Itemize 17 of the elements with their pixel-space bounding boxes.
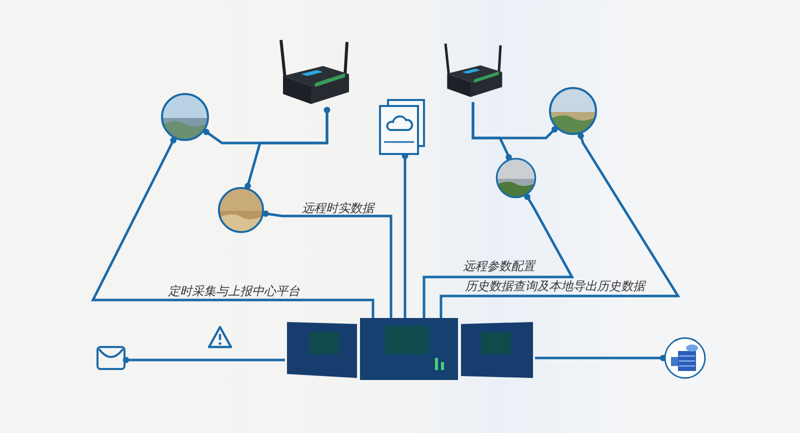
connector-line: [422, 194, 574, 318]
connector-line: [262, 210, 392, 318]
edge-label: 定时采集与上报中心平台: [167, 284, 301, 298]
connector-line: [122, 356, 285, 364]
edge-label: 远程时实数据: [301, 201, 376, 215]
screen-drawing: [285, 318, 535, 380]
edge-label: 远程参数配置: [462, 259, 537, 273]
connector-line: [440, 132, 680, 318]
connector-line: [472, 102, 512, 160]
connector-line: [535, 354, 666, 362]
server-icon: [664, 337, 706, 379]
mail-icon: [96, 343, 126, 373]
connector-line: [402, 152, 408, 318]
cloud-document-icon: [378, 98, 426, 156]
connector-line: [244, 106, 330, 190]
connector-line: [90, 137, 374, 318]
edge-label: 历史数据查询及本地导出历史数据: [464, 279, 647, 293]
